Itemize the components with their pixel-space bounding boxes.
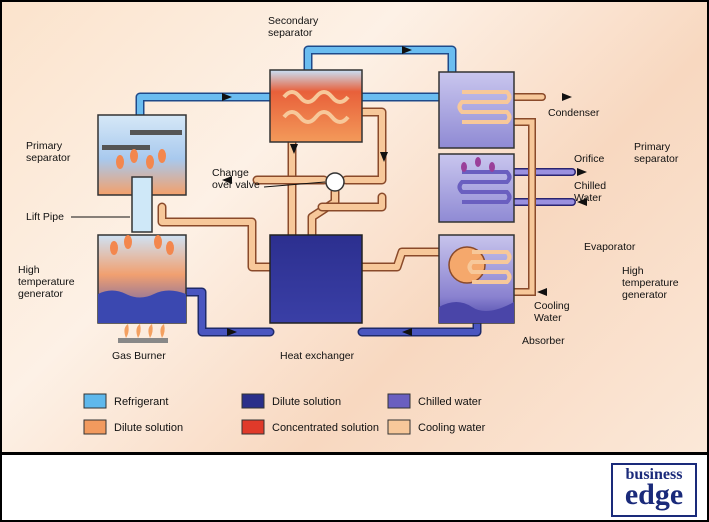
label-change-over-valve-2: over valve xyxy=(212,179,260,191)
legend-swatch-3 xyxy=(241,419,265,435)
label-primary-separator-right-1: Primary xyxy=(634,141,671,153)
label-cooling-water-2: Water xyxy=(534,312,562,324)
diagram-panel: Secondary separator Primary separator Ch… xyxy=(2,2,707,452)
heat-exchanger xyxy=(269,234,363,324)
legend-label-1: Dilute solution xyxy=(114,422,183,434)
label-secondary-separator-1: Secondary xyxy=(268,15,319,27)
label-cooling-water-1: Cooling xyxy=(534,300,570,312)
label-high-temp-left-2: temperature xyxy=(18,276,75,288)
legend-swatch-2 xyxy=(241,393,265,409)
legend-label-4: Chilled water xyxy=(418,396,482,408)
high-temp-generator-tank xyxy=(97,234,187,324)
logo-line-2: edge xyxy=(624,478,684,511)
label-high-temp-right-3: generator xyxy=(622,289,667,301)
label-evaporator: Evaporator xyxy=(584,241,636,253)
label-high-temp-left-3: generator xyxy=(18,288,63,300)
label-absorber: Absorber xyxy=(522,335,565,347)
label-lift-pipe: Lift Pipe xyxy=(26,211,64,223)
label-condenser: Condenser xyxy=(548,107,600,119)
condenser-tank xyxy=(438,71,515,149)
business-edge-logo: business edge xyxy=(611,463,697,517)
label-high-temp-right-2: temperature xyxy=(622,277,679,289)
label-primary-separator-right-2: separator xyxy=(634,153,679,165)
logo-line-1: business xyxy=(625,466,683,483)
label-high-temp-left-1: High xyxy=(18,264,40,276)
label-primary-separator-left-2: separator xyxy=(26,152,71,164)
gas-burner xyxy=(118,324,168,343)
label-gas-burner: Gas Burner xyxy=(112,350,166,362)
evaporator-tank xyxy=(438,153,515,223)
lift-pipe xyxy=(131,176,153,233)
label-orifice: Orifice xyxy=(574,153,604,165)
legend-swatch-0 xyxy=(83,393,107,409)
component-labels: Secondary separator Primary separator Ch… xyxy=(18,15,679,362)
secondary-separator-tank xyxy=(269,69,363,143)
legend-swatch-1 xyxy=(83,419,107,435)
absorption-chiller-diagram: Secondary separator Primary separator Ch… xyxy=(18,15,679,435)
label-high-temp-right-1: High xyxy=(622,265,644,277)
label-primary-separator-left-1: Primary xyxy=(26,140,63,152)
refrigerant-pipes xyxy=(135,45,482,337)
label-chilled-water-1: Chilled xyxy=(574,180,606,192)
legend-swatch-4 xyxy=(387,393,411,409)
legend-label-2: Dilute solution xyxy=(272,396,341,408)
primary-separator-tank xyxy=(97,114,187,196)
legend-label-3: Concentrated solution xyxy=(272,422,379,434)
label-change-over-valve-1: Change xyxy=(212,167,249,179)
absorber-tank xyxy=(438,234,515,324)
change-over-valve xyxy=(325,172,345,192)
legend-swatch-5 xyxy=(387,419,411,435)
legend-label-0: Refrigerant xyxy=(114,396,168,408)
label-chilled-water-2: Water xyxy=(574,192,602,204)
footer-bar: business edge xyxy=(2,455,707,520)
flow-arrows xyxy=(222,46,587,336)
leader-lines xyxy=(71,181,326,218)
legend-label-5: Cooling water xyxy=(418,422,486,434)
label-heat-exchanger: Heat exchanger xyxy=(280,350,355,362)
label-secondary-separator-2: separator xyxy=(268,27,313,39)
